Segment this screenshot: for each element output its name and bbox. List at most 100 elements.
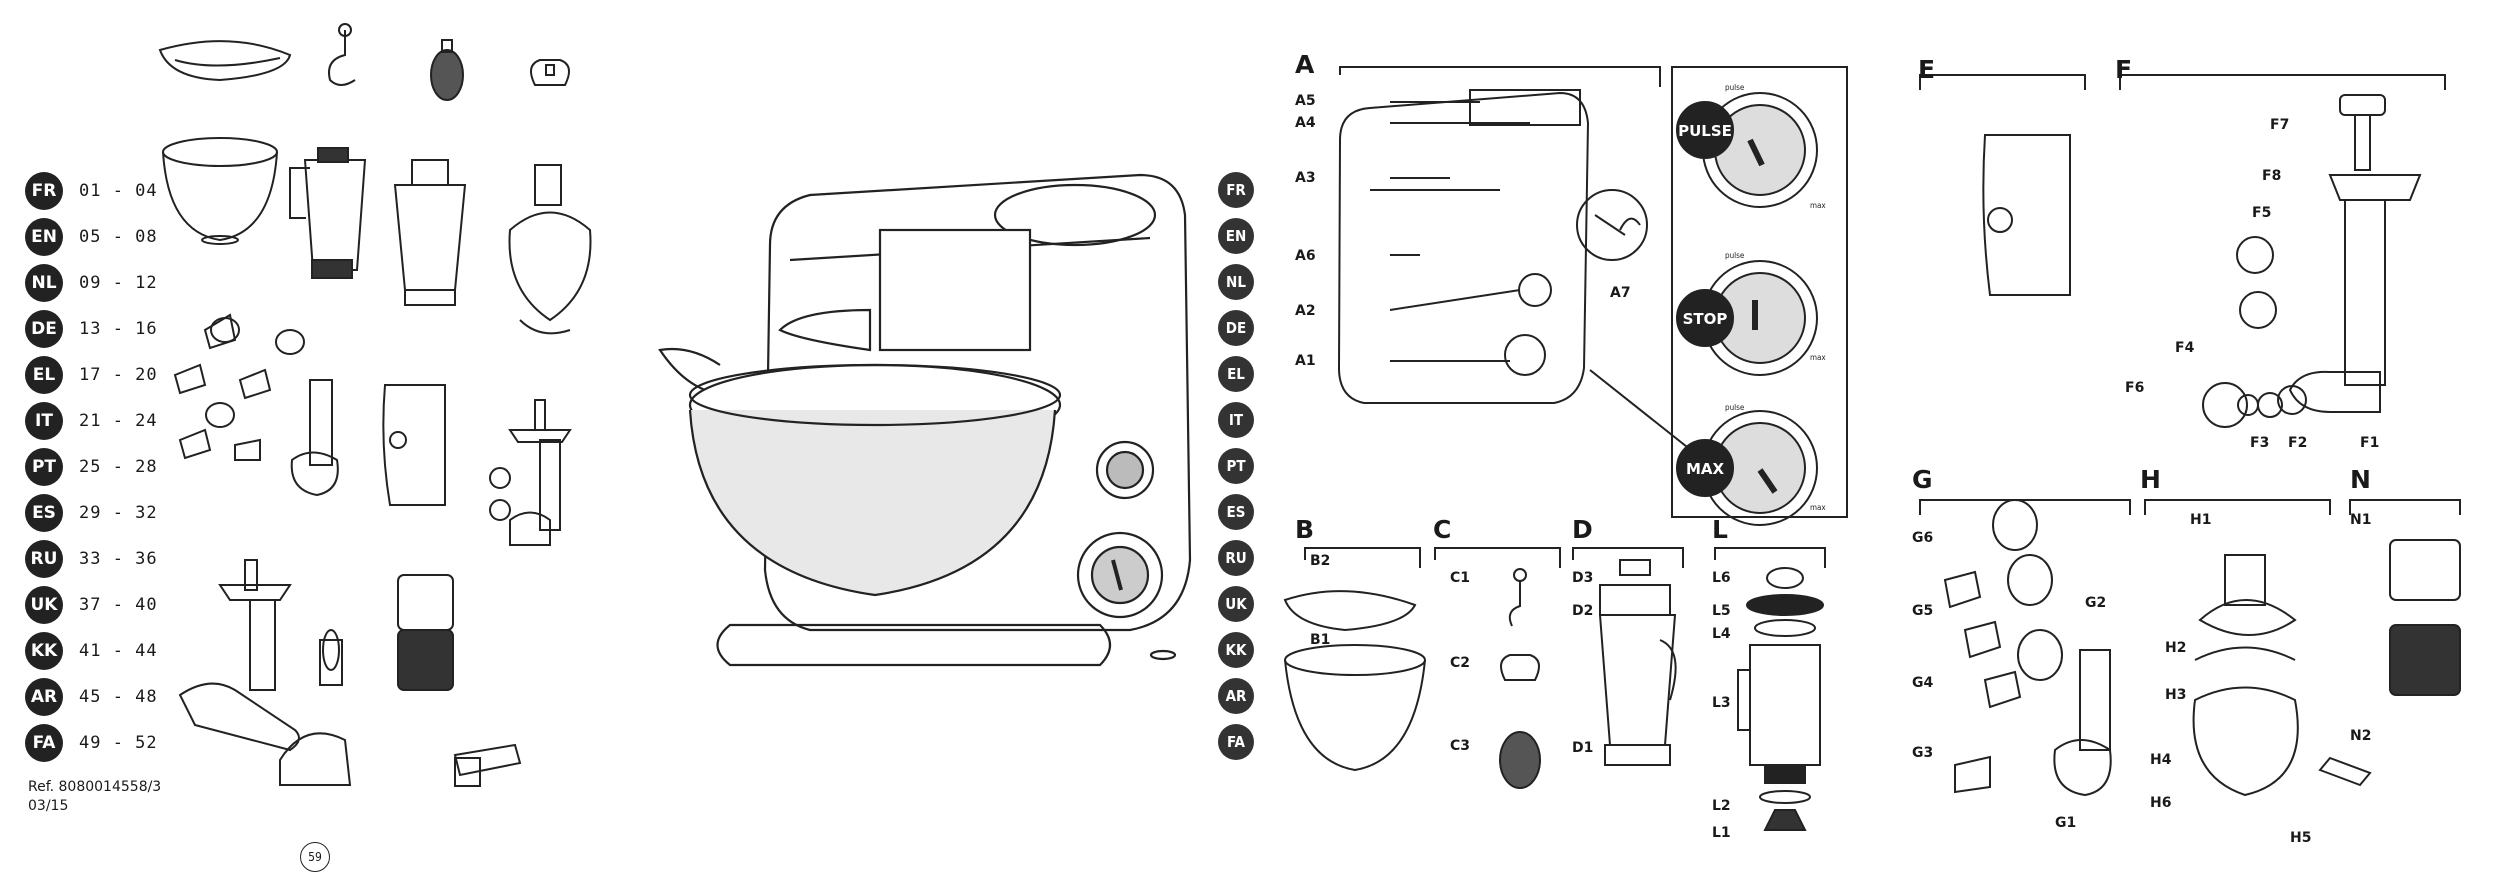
label-a5: A5 — [1295, 93, 1316, 109]
thumb-splash-guard — [158, 40, 292, 82]
label-l4: L4 — [1712, 626, 1731, 642]
language-badge: NL — [25, 264, 63, 302]
language-pages: 09 - 12 — [79, 273, 158, 293]
label-l1: L1 — [1712, 825, 1731, 841]
language-badge-right: EN — [1218, 218, 1254, 254]
language-badge-right: NL — [1218, 264, 1254, 300]
label-d3: D3 — [1572, 570, 1594, 586]
language-pages: 33 - 36 — [79, 549, 158, 569]
label-c1: C1 — [1450, 570, 1471, 586]
language-row: AR 45 - 48 — [25, 678, 158, 716]
language-badge-right: DE — [1218, 310, 1254, 346]
d-parts — [1598, 559, 1677, 766]
label-a1: A1 — [1295, 353, 1316, 369]
section-h-title: H — [2140, 465, 2161, 494]
section-f-title: F — [2115, 55, 2133, 84]
language-pages: 05 - 08 — [79, 227, 158, 247]
language-badge-right: KK — [1218, 632, 1254, 668]
label-l3: L3 — [1712, 695, 1731, 711]
language-badge-right: FR — [1218, 172, 1254, 208]
label-f3: F3 — [2250, 435, 2270, 451]
thumb-blender — [393, 159, 467, 306]
label-l6: L6 — [1712, 570, 1731, 586]
pulse-label: PULSE — [1678, 122, 1732, 140]
label-b1: B1 — [1310, 632, 1331, 648]
language-pages: 45 - 48 — [79, 687, 158, 707]
bracket-c — [1434, 547, 1561, 568]
bracket-n — [2349, 499, 2461, 515]
language-badge: ES — [25, 494, 63, 532]
language-row: NL 09 - 12 — [25, 264, 158, 302]
language-badge: PT — [25, 448, 63, 486]
label-a2: A2 — [1295, 303, 1316, 319]
language-badge: EN — [25, 218, 63, 256]
thumb-slicer-housing — [382, 384, 446, 506]
e-slicer-housing — [1982, 134, 2071, 296]
language-badge: FA — [25, 724, 63, 762]
reference-date: 03/15 — [28, 798, 69, 814]
thumb-slicer — [290, 379, 339, 497]
label-n2: N2 — [2350, 728, 2372, 744]
language-badge: RU — [25, 540, 63, 578]
language-badge-right: AR — [1218, 678, 1254, 714]
language-badge-right: UK — [1218, 586, 1254, 622]
language-row: ES 29 - 32 — [25, 494, 158, 532]
label-l2: L2 — [1712, 798, 1731, 814]
language-row: EN 05 - 08 — [25, 218, 158, 256]
pulse-small-label: pulse — [1725, 83, 1745, 92]
thumb-dough-hook — [328, 23, 356, 86]
label-f8: F8 — [2262, 168, 2282, 184]
label-h5: H5 — [2290, 830, 2312, 846]
thumb-bowl — [162, 137, 278, 245]
h-food-processor — [2192, 554, 2372, 797]
language-badge-right: ES — [1218, 494, 1254, 530]
label-b2: B2 — [1310, 553, 1331, 569]
c-parts — [1499, 568, 1541, 789]
label-c2: C2 — [1450, 655, 1471, 671]
thumb-mincer — [489, 399, 572, 546]
language-badge: AR — [25, 678, 63, 716]
language-badge-right: RU — [1218, 540, 1254, 576]
language-pages: 49 - 52 — [79, 733, 158, 753]
language-pages: 21 - 24 — [79, 411, 158, 431]
label-f1: F1 — [2360, 435, 2380, 451]
language-pages: 29 - 32 — [79, 503, 158, 523]
section-a-title: A — [1295, 50, 1315, 79]
thumb-pasta-maker — [453, 743, 522, 787]
thumb-beater — [530, 59, 570, 86]
label-h2: H2 — [2165, 640, 2187, 656]
label-f2: F2 — [2288, 435, 2308, 451]
stop-label: STOP — [1683, 310, 1728, 328]
section-e-title: E — [1918, 55, 1936, 84]
language-badge: DE — [25, 310, 63, 348]
label-n1: N1 — [2350, 512, 2372, 528]
thumb-whisk — [430, 39, 464, 101]
label-h3: H3 — [2165, 687, 2187, 703]
label-a7: A7 — [1610, 285, 1631, 301]
label-h4: H4 — [2150, 752, 2172, 768]
b-parts — [1283, 590, 1426, 772]
label-g4: G4 — [1912, 675, 1934, 691]
bracket-e — [1919, 74, 2086, 90]
thumb-food-processor — [508, 164, 592, 335]
label-l5: L5 — [1712, 603, 1731, 619]
thumb-juicer-mincer — [178, 559, 352, 786]
main-stand-mixer — [658, 173, 1192, 667]
l-parts — [1737, 567, 1824, 831]
language-pages: 37 - 40 — [79, 595, 158, 615]
g-drums — [1943, 499, 2112, 797]
thumb-grater-drums — [173, 313, 305, 461]
label-h1: H1 — [2190, 512, 2212, 528]
language-badge: KK — [25, 632, 63, 670]
label-g6: G6 — [1912, 530, 1934, 546]
section-a-diagram — [1337, 66, 1736, 486]
pulse-small-label-2: pulse — [1725, 251, 1745, 260]
label-c3: C3 — [1450, 738, 1471, 754]
page-number: 59 — [300, 842, 330, 872]
